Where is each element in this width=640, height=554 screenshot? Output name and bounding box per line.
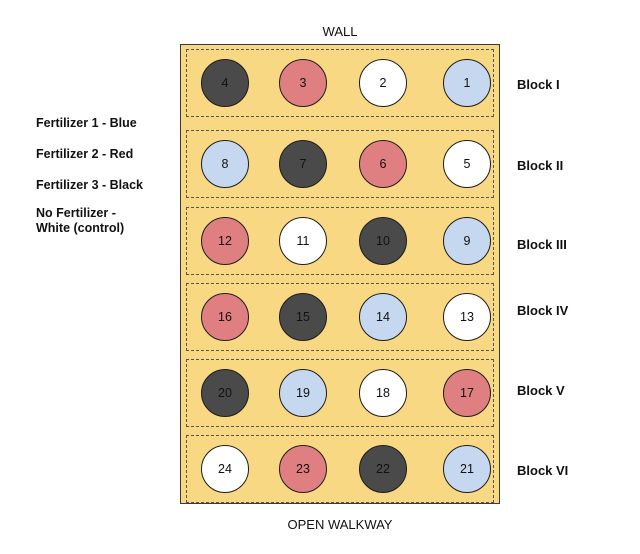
block-label-2: Block II xyxy=(517,158,564,173)
plot-8: 8 xyxy=(201,140,249,188)
legend-fertilizer-1: Fertilizer 1 - Blue xyxy=(36,116,137,130)
plot-1: 1 xyxy=(443,59,491,107)
plot-22: 22 xyxy=(359,445,407,493)
wall-label: WALL xyxy=(322,24,358,39)
plot-16: 16 xyxy=(201,293,249,341)
legend-fertilizer-2: Fertilizer 2 - Red xyxy=(36,147,134,161)
plot-24: 24 xyxy=(201,445,249,493)
block-4: 16 15 14 13 xyxy=(186,283,494,351)
block-label-4: Block IV xyxy=(517,303,569,318)
plot-6: 6 xyxy=(359,140,407,188)
plot-17: 17 xyxy=(443,369,491,417)
plot-10: 10 xyxy=(359,217,407,265)
plot-14: 14 xyxy=(359,293,407,341)
plot-5: 5 xyxy=(443,140,491,188)
block-label-5: Block V xyxy=(517,383,565,398)
block-3: 12 11 10 9 xyxy=(186,207,494,275)
block-label-3: Block III xyxy=(517,237,567,252)
legend-fertilizer-3: Fertilizer 3 - Black xyxy=(36,178,143,192)
plot-13: 13 xyxy=(443,293,491,341)
block-6: 24 23 22 21 xyxy=(186,435,494,503)
legend-no-fertilizer: No Fertilizer - White (control) xyxy=(36,206,125,235)
plot-12: 12 xyxy=(201,217,249,265)
block-5: 20 19 18 17 xyxy=(186,359,494,427)
plot-20: 20 xyxy=(201,369,249,417)
block-label-6: Block VI xyxy=(517,463,569,478)
block-label-1: Block I xyxy=(517,77,560,92)
plot-19: 19 xyxy=(279,369,327,417)
plot-11: 11 xyxy=(279,217,327,265)
plot-23: 23 xyxy=(279,445,327,493)
plot-4: 4 xyxy=(201,59,249,107)
plot-2: 2 xyxy=(359,59,407,107)
plot-3: 3 xyxy=(279,59,327,107)
plot-18: 18 xyxy=(359,369,407,417)
plot-9: 9 xyxy=(443,217,491,265)
plot-7: 7 xyxy=(279,140,327,188)
walkway-label: OPEN WALKWAY xyxy=(287,517,393,532)
plot-15: 15 xyxy=(279,293,327,341)
plot-21: 21 xyxy=(443,445,491,493)
